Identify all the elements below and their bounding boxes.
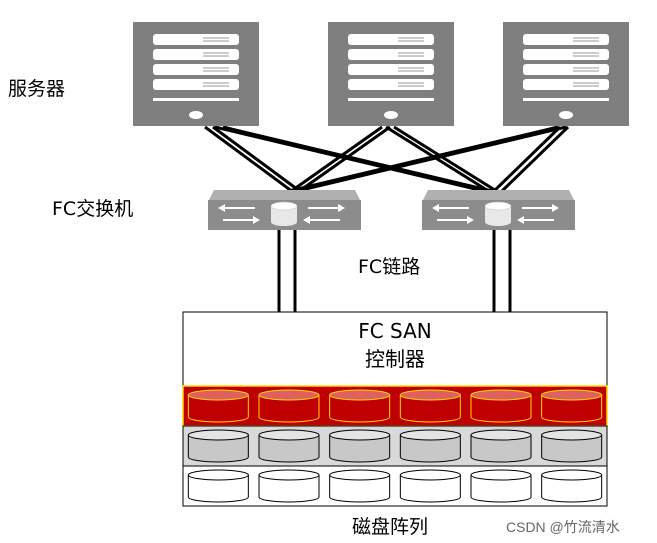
link-s1-sw1-a bbox=[204, 125, 294, 194]
server-icon bbox=[328, 22, 454, 126]
link-s3-sw1-b bbox=[292, 125, 567, 194]
disk-row-red bbox=[182, 385, 608, 427]
san-controller bbox=[182, 311, 608, 387]
fc-links bbox=[277, 228, 512, 312]
link-s1-sw2-a bbox=[214, 125, 489, 194]
disk-white bbox=[470, 469, 532, 503]
link-s3-sw2-a bbox=[491, 125, 562, 194]
disk-white bbox=[187, 469, 249, 503]
fc-link-label: FC链路 bbox=[358, 256, 421, 278]
controller-title: FC SAN bbox=[358, 319, 432, 343]
link-s1-sw2-b bbox=[222, 125, 497, 194]
disk-white bbox=[541, 469, 603, 503]
link-s3-sw2-b bbox=[499, 125, 570, 194]
fc-switch-icon bbox=[422, 190, 575, 230]
disk-gray bbox=[187, 429, 249, 463]
link-s3-sw1-a bbox=[284, 125, 559, 194]
disk-gray bbox=[399, 429, 461, 463]
link-s2-sw2-a bbox=[385, 125, 491, 194]
disk-red bbox=[399, 389, 461, 423]
disk-row-gray bbox=[182, 425, 608, 467]
disk-gray bbox=[258, 429, 320, 463]
controller-subtitle: 控制器 bbox=[365, 347, 425, 371]
server-switch-links bbox=[204, 125, 570, 194]
disk-red bbox=[187, 389, 249, 423]
watermark: CSDN @竹流清水 bbox=[506, 519, 620, 535]
link-s1-sw1-b bbox=[212, 125, 302, 194]
disk-white bbox=[329, 469, 391, 503]
disk-red bbox=[329, 389, 391, 423]
disk-red bbox=[541, 389, 603, 423]
disk-red bbox=[470, 389, 532, 423]
link-s2-sw1-b bbox=[297, 125, 391, 194]
link-s2-sw2-b bbox=[393, 125, 499, 194]
disk-array-label: 磁盘阵列 bbox=[352, 516, 429, 538]
disk-gray bbox=[541, 429, 603, 463]
server-icon bbox=[503, 22, 629, 126]
link-s2-sw1-a bbox=[289, 125, 383, 194]
fc-switch-icon bbox=[208, 190, 361, 230]
disk-gray bbox=[329, 429, 391, 463]
disk-white bbox=[258, 469, 320, 503]
disk-red bbox=[258, 389, 320, 423]
servers-label: 服务器 bbox=[8, 78, 66, 100]
fc-switch-label: FC交换机 bbox=[52, 198, 134, 220]
server-icon bbox=[133, 22, 259, 126]
disk-white bbox=[399, 469, 461, 503]
disk-gray bbox=[470, 429, 532, 463]
disk-row-white bbox=[182, 465, 608, 507]
